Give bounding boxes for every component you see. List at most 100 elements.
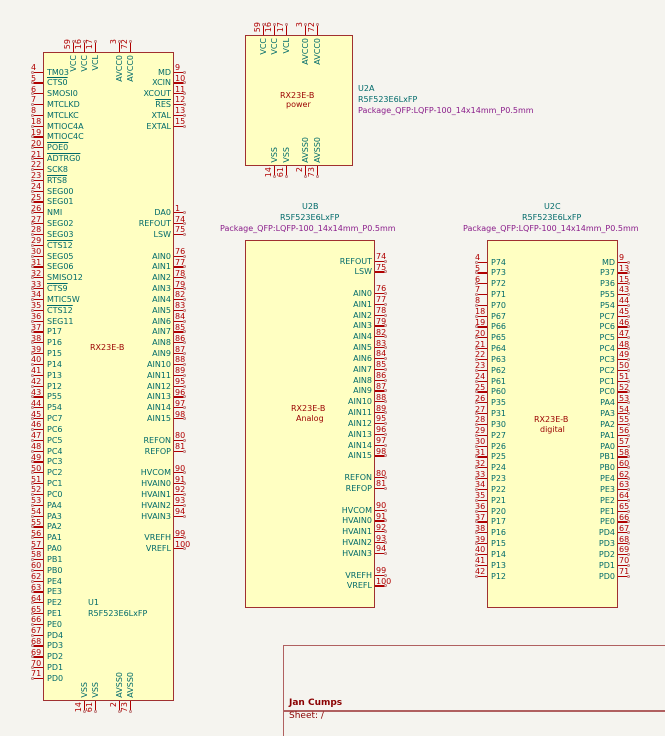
pin-endpoint[interactable] xyxy=(31,265,34,269)
pin-endpoint[interactable] xyxy=(31,254,34,258)
pin-endpoint[interactable] xyxy=(31,622,34,626)
pin-endpoint[interactable] xyxy=(31,579,34,583)
pin-endpoint[interactable] xyxy=(31,287,34,291)
pin-endpoint[interactable] xyxy=(93,40,97,43)
pin-line[interactable] xyxy=(618,488,628,491)
pin-line[interactable] xyxy=(375,552,385,555)
pin-endpoint[interactable] xyxy=(475,520,478,524)
pin-line[interactable] xyxy=(273,166,275,176)
pin-endpoint[interactable] xyxy=(475,531,478,535)
pin-endpoint[interactable] xyxy=(284,23,288,26)
pin-line[interactable] xyxy=(375,455,385,457)
pin-line[interactable] xyxy=(174,548,184,550)
pin-endpoint[interactable] xyxy=(627,390,630,394)
pin-endpoint[interactable] xyxy=(31,222,34,226)
pin-endpoint[interactable] xyxy=(183,70,186,74)
pin-line[interactable] xyxy=(129,701,131,711)
pin-endpoint[interactable] xyxy=(183,265,186,269)
pin-endpoint[interactable] xyxy=(183,276,186,280)
pin-endpoint[interactable] xyxy=(303,23,307,26)
pin-line[interactable] xyxy=(33,288,43,290)
pin-endpoint[interactable] xyxy=(475,487,478,491)
pin-endpoint[interactable] xyxy=(183,330,186,334)
pin-line[interactable] xyxy=(33,363,43,366)
pin-endpoint[interactable] xyxy=(627,477,630,481)
pin-line[interactable] xyxy=(375,260,385,262)
pin-endpoint[interactable] xyxy=(31,590,34,594)
pin-endpoint[interactable] xyxy=(384,400,387,404)
pin-line[interactable] xyxy=(174,331,184,333)
pin-endpoint[interactable] xyxy=(384,335,387,339)
pin-endpoint[interactable] xyxy=(384,443,387,447)
pin-endpoint[interactable] xyxy=(31,167,34,171)
pin-endpoint[interactable] xyxy=(475,401,478,405)
pin-line[interactable] xyxy=(33,602,43,604)
pin-endpoint[interactable] xyxy=(31,189,34,193)
pin-line[interactable] xyxy=(618,575,628,577)
pin-endpoint[interactable] xyxy=(93,710,97,713)
pin-line[interactable] xyxy=(375,347,385,349)
pin-line[interactable] xyxy=(174,103,184,106)
u2a-symbol-body[interactable] xyxy=(245,35,353,166)
pin-line[interactable] xyxy=(375,487,385,490)
pin-endpoint[interactable] xyxy=(128,40,132,43)
pin-endpoint[interactable] xyxy=(272,23,276,26)
pin-line[interactable] xyxy=(375,444,385,446)
pin-line[interactable] xyxy=(375,542,385,544)
pin-line[interactable] xyxy=(174,288,184,290)
pin-line[interactable] xyxy=(477,456,487,458)
pin-line[interactable] xyxy=(174,125,184,127)
pin-line[interactable] xyxy=(375,422,385,425)
pin-endpoint[interactable] xyxy=(31,449,34,453)
pin-line[interactable] xyxy=(33,331,43,333)
pin-endpoint[interactable] xyxy=(384,291,387,295)
pin-line[interactable] xyxy=(477,423,487,426)
pin-line[interactable] xyxy=(33,266,43,268)
pin-endpoint[interactable] xyxy=(475,336,478,340)
pin-endpoint[interactable] xyxy=(384,541,387,545)
pin-line[interactable] xyxy=(618,272,628,274)
pin-line[interactable] xyxy=(375,336,385,338)
pin-endpoint[interactable] xyxy=(71,40,75,43)
pin-endpoint[interactable] xyxy=(627,433,630,437)
pin-line[interactable] xyxy=(129,42,131,52)
pin-line[interactable] xyxy=(94,701,96,711)
pin-line[interactable] xyxy=(618,553,628,556)
pin-endpoint[interactable] xyxy=(31,492,34,496)
pin-endpoint[interactable] xyxy=(31,113,34,117)
pin-endpoint[interactable] xyxy=(183,254,186,258)
pin-line[interactable] xyxy=(477,564,487,566)
pin-endpoint[interactable] xyxy=(475,325,478,329)
pin-endpoint[interactable] xyxy=(384,584,387,588)
pin-endpoint[interactable] xyxy=(384,508,387,512)
pin-line[interactable] xyxy=(83,701,85,711)
pin-line[interactable] xyxy=(477,467,487,469)
pin-line[interactable] xyxy=(33,93,43,95)
pin-line[interactable] xyxy=(618,261,628,263)
pin-line[interactable] xyxy=(33,428,43,431)
pin-line[interactable] xyxy=(618,445,628,447)
pin-endpoint[interactable] xyxy=(183,297,186,301)
pin-endpoint[interactable] xyxy=(384,573,387,577)
pin-endpoint[interactable] xyxy=(183,113,186,117)
pin-endpoint[interactable] xyxy=(183,124,186,128)
pin-line[interactable] xyxy=(273,25,275,35)
pin-line[interactable] xyxy=(477,510,487,512)
pin-endpoint[interactable] xyxy=(627,401,630,405)
pin-line[interactable] xyxy=(174,472,184,474)
pin-endpoint[interactable] xyxy=(384,411,387,415)
pin-endpoint[interactable] xyxy=(31,243,34,247)
pin-line[interactable] xyxy=(618,543,628,545)
pin-endpoint[interactable] xyxy=(31,547,34,551)
pin-endpoint[interactable] xyxy=(31,135,34,139)
pin-line[interactable] xyxy=(33,461,43,463)
pin-line[interactable] xyxy=(33,634,43,636)
pin-line[interactable] xyxy=(33,537,43,539)
pin-line[interactable] xyxy=(477,499,487,501)
pin-line[interactable] xyxy=(83,42,85,52)
pin-line[interactable] xyxy=(33,418,43,420)
pin-line[interactable] xyxy=(618,315,628,317)
pin-endpoint[interactable] xyxy=(384,270,387,274)
pin-line[interactable] xyxy=(477,543,487,545)
pin-endpoint[interactable] xyxy=(31,395,34,399)
